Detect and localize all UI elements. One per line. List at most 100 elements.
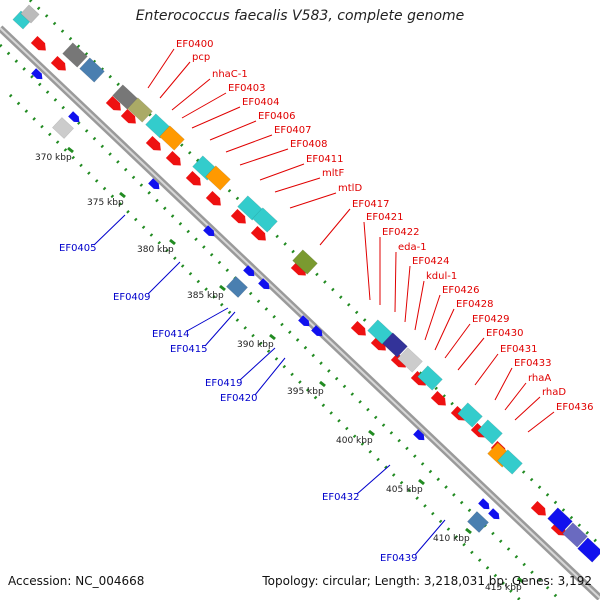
- forward-leader: [514, 396, 541, 421]
- forward-gene-arrow: [370, 336, 386, 351]
- reverse-gene-arrow-body: [478, 498, 490, 510]
- forward-gene-label: EF0406: [258, 111, 296, 122]
- forward-gene-label: kdul-1: [426, 271, 457, 282]
- feature-box-body: [382, 332, 408, 358]
- forward-gene-arrow: [145, 136, 161, 151]
- forward-leader: [527, 411, 555, 433]
- forward-gene-arrow-body: [250, 226, 266, 241]
- feature-box-body: [159, 125, 185, 151]
- reverse-gene-arrow-body: [31, 68, 43, 80]
- forward-leader: [209, 120, 257, 141]
- feature-box-body: [127, 97, 153, 123]
- feature-box-body: [547, 507, 573, 533]
- forward-gene-label: EF0407: [274, 125, 312, 136]
- forward-gene-arrow: [250, 226, 266, 241]
- scale-tick: [517, 576, 524, 584]
- forward-gene-arrow: [30, 36, 46, 51]
- forward-gene-arrow-body: [205, 191, 221, 206]
- feature-box-body: [457, 402, 483, 428]
- reverse-gene-arrow: [68, 111, 80, 123]
- reverse-gene-label: EF0439: [380, 553, 418, 564]
- leader-layer: [93, 48, 555, 556]
- forward-leader: [147, 48, 175, 89]
- feature-box: [226, 276, 248, 298]
- feature-box: [252, 207, 278, 233]
- feature-box: [497, 449, 523, 475]
- feature-box-body: [205, 165, 231, 191]
- forward-gene-arrow: [205, 191, 221, 206]
- forward-gene-arrow: [430, 391, 446, 406]
- forward-gene-label: EF0408: [290, 139, 328, 150]
- reverse-gene-arrow: [413, 429, 425, 441]
- forward-gene-label: EF0400: [176, 39, 214, 50]
- forward-gene-arrow-body: [390, 353, 406, 368]
- scale-tick: [119, 191, 126, 199]
- feature-box-body: [397, 347, 423, 373]
- forward-leader: [457, 337, 485, 371]
- reverse-leader: [414, 519, 446, 556]
- reverse-gene-arrow: [298, 315, 310, 327]
- forward-leader: [259, 163, 305, 181]
- feature-box-body: [52, 117, 74, 139]
- forward-gene-arrow-body: [410, 371, 426, 386]
- forward-gene-arrow-body: [350, 321, 366, 336]
- forward-gene-label: mltF: [322, 168, 344, 179]
- forward-gene-label: rhaA: [528, 373, 551, 384]
- reverse-gene-arrow-body: [413, 429, 425, 441]
- forward-gene-arrow-body: [530, 501, 546, 516]
- feature-box: [20, 4, 40, 24]
- forward-gene-label: EF0422: [382, 227, 420, 238]
- scale-label: 415 kbp: [485, 583, 522, 593]
- scale-label: 405 kbp: [386, 485, 423, 495]
- feature-box: [417, 365, 443, 391]
- reverse-gene-arrow: [488, 508, 500, 520]
- reverse-gene-label: EF0415: [170, 344, 208, 355]
- scale-label: 395 kbp: [287, 387, 324, 397]
- scale-label: 370 kbp: [35, 153, 72, 163]
- scale-tick: [67, 146, 74, 154]
- forward-gene-arrow: [410, 371, 426, 386]
- forward-gene-label: eda-1: [398, 242, 427, 253]
- forward-gene-label: EF0417: [352, 199, 390, 210]
- forward-leader: [289, 192, 337, 209]
- forward-leader: [171, 78, 211, 111]
- forward-leader: [191, 106, 241, 129]
- forward-leader: [474, 353, 499, 386]
- scale-tick: [169, 238, 176, 246]
- feature-box: [205, 165, 231, 191]
- forward-gene-label: EF0411: [306, 154, 344, 165]
- forward-gene-arrow: [230, 209, 246, 224]
- feature-layer: [12, 4, 600, 563]
- forward-gene-label: rhaD: [542, 387, 566, 398]
- forward-gene-label: EF0421: [366, 212, 404, 223]
- forward-gene-label: nhaC-1: [212, 69, 248, 80]
- reverse-leader: [147, 261, 181, 295]
- forward-gene-label: mtlD: [338, 183, 362, 194]
- forward-gene-arrow-body: [165, 151, 181, 166]
- scale-tick: [465, 527, 472, 535]
- forward-leader: [159, 61, 191, 99]
- feature-box: [292, 249, 318, 275]
- forward-gene-arrow-body: [290, 261, 306, 276]
- forward-leader: [414, 280, 425, 331]
- accession-text: Accession: NC_004668: [8, 574, 145, 588]
- feature-box: [79, 57, 105, 83]
- feature-box-body: [577, 537, 600, 563]
- reverse-gene-arrow: [148, 178, 160, 190]
- forward-leader: [319, 208, 351, 246]
- reverse-gene-arrow-body: [68, 111, 80, 123]
- feature-box: [562, 522, 588, 548]
- forward-leader: [394, 251, 397, 313]
- reverse-leader: [254, 357, 286, 396]
- reverse-leader: [239, 347, 276, 381]
- reverse-gene-arrow-body: [203, 225, 215, 237]
- forward-gene-arrow: [50, 56, 66, 71]
- forward-leader: [494, 367, 513, 401]
- feature-box-body: [477, 419, 503, 445]
- forward-gene-arrow-body: [230, 209, 246, 224]
- forward-leader: [225, 134, 273, 153]
- scale-tick: [418, 478, 425, 486]
